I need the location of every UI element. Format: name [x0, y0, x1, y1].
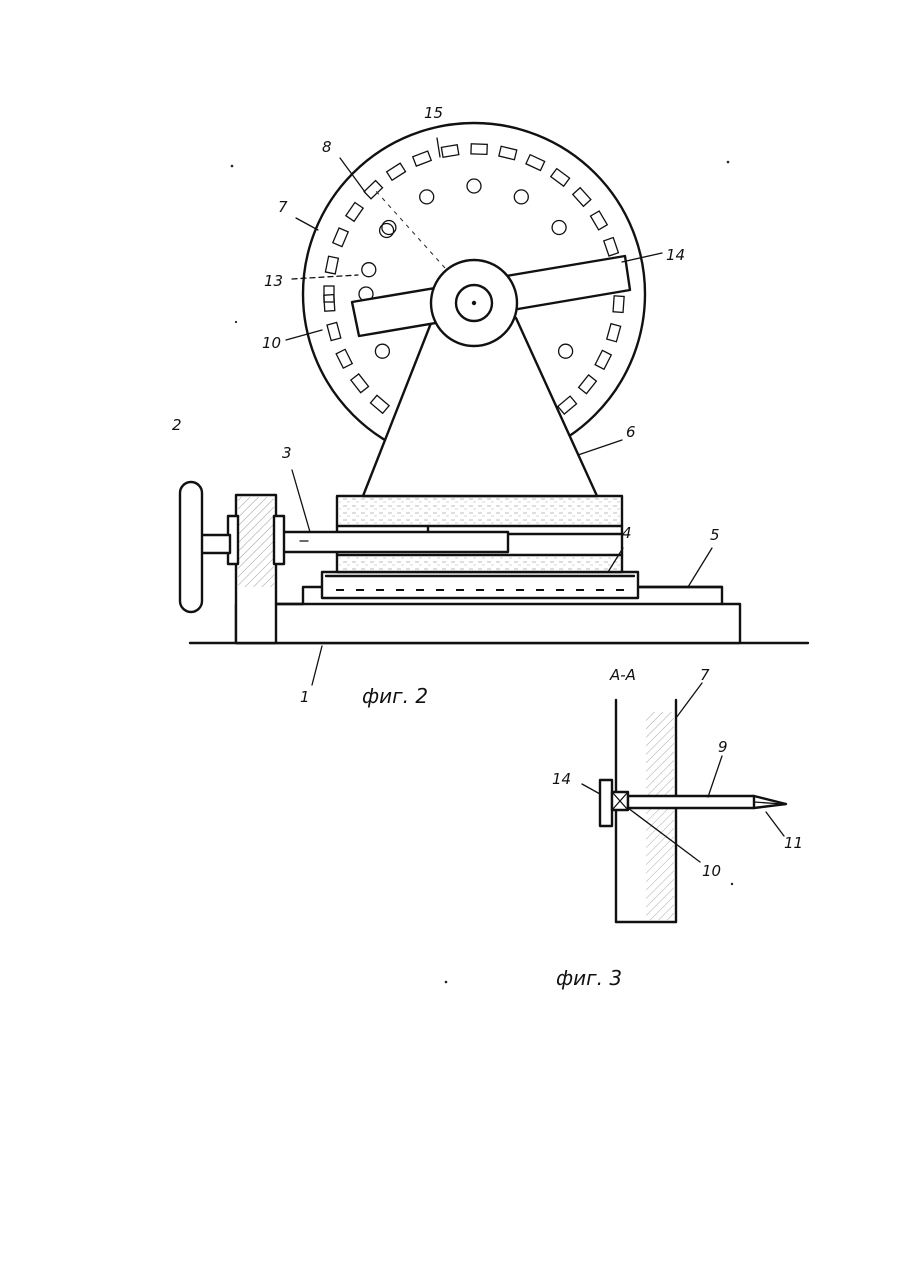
label-14-section: 14: [552, 770, 571, 788]
leader-lines-fig3: [582, 683, 784, 862]
figure-2-caption: фиг. 2: [362, 684, 428, 708]
figure-2: 15 8 7 13 10 14 6 2 3 4 5 1 фиг. 2: [172, 104, 808, 708]
label-5: 5: [710, 526, 720, 544]
lead-screw: [280, 532, 508, 552]
label-13: 13: [264, 272, 283, 290]
handwheel[interactable]: [180, 482, 230, 612]
label-7-section: 7: [700, 666, 710, 684]
label-4: 4: [622, 524, 632, 542]
label-9: 9: [718, 738, 728, 756]
arm-end: [600, 780, 612, 826]
label-14: 14: [666, 246, 685, 264]
figure-3-caption: фиг. 3: [556, 966, 622, 990]
label-11: 11: [784, 834, 803, 852]
label-7: 7: [278, 198, 288, 216]
label-1: 1: [300, 688, 310, 706]
figure-3: А-А: [552, 666, 803, 990]
section-label: А-А: [609, 666, 636, 684]
carriage: [322, 572, 638, 598]
label-2: 2: [172, 416, 182, 434]
label-15: 15: [424, 104, 443, 122]
label-6: 6: [626, 423, 636, 441]
label-10: 10: [262, 334, 281, 352]
hub: [431, 260, 517, 346]
labels-fig3: 7 9 14 10 11: [552, 666, 803, 880]
label-8: 8: [322, 138, 332, 156]
label-3: 3: [282, 444, 292, 462]
rod: [628, 796, 786, 808]
socket-box: [612, 792, 628, 810]
label-10-section: 10: [702, 862, 721, 880]
